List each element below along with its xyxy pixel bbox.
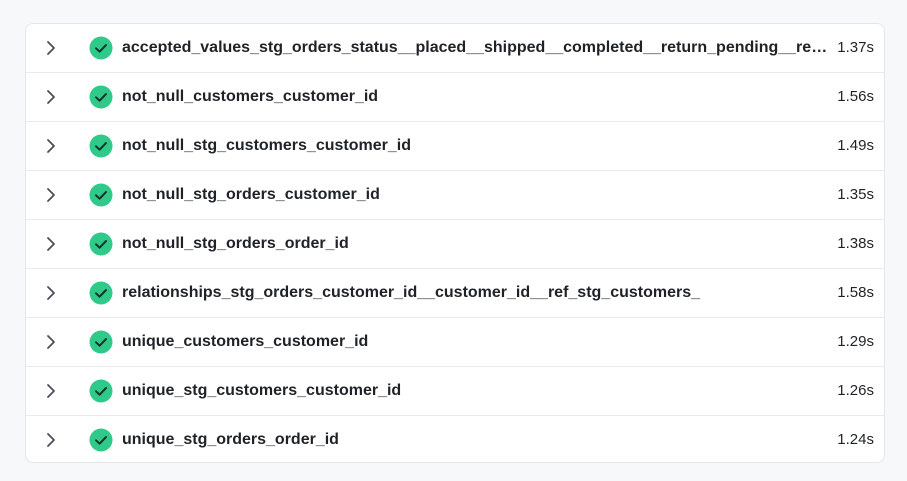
chevron-right-icon[interactable] xyxy=(42,137,60,155)
test-results-list: accepted_values_stg_orders_status__place… xyxy=(25,23,885,463)
chevron-right-icon[interactable] xyxy=(42,333,60,351)
test-name: not_null_customers_customer_id xyxy=(122,88,379,105)
check-circle-icon xyxy=(89,183,113,207)
test-duration: 1.37s xyxy=(837,39,874,56)
test-row[interactable]: not_null_stg_orders_order_id 1.38s xyxy=(26,220,884,269)
check-circle-icon xyxy=(89,36,113,60)
test-row[interactable]: not_null_stg_customers_customer_id 1.49s xyxy=(26,122,884,171)
test-name: relationships_stg_orders_customer_id__cu… xyxy=(122,284,701,301)
test-duration: 1.56s xyxy=(837,88,874,105)
test-name: accepted_values_stg_orders_status__place… xyxy=(122,39,830,56)
test-row[interactable]: unique_customers_customer_id 1.29s xyxy=(26,318,884,367)
check-circle-icon xyxy=(89,134,113,158)
check-circle-icon xyxy=(89,232,113,256)
test-row[interactable]: unique_stg_customers_customer_id 1.26s xyxy=(26,367,884,416)
check-circle-icon xyxy=(89,379,113,403)
test-duration: 1.49s xyxy=(837,137,874,154)
test-duration: 1.24s xyxy=(837,431,874,448)
test-name: not_null_stg_orders_order_id xyxy=(122,235,349,252)
test-name: not_null_stg_customers_customer_id xyxy=(122,137,411,154)
chevron-right-icon[interactable] xyxy=(42,382,60,400)
check-circle-icon xyxy=(89,281,113,305)
test-duration: 1.38s xyxy=(837,235,874,252)
test-duration: 1.26s xyxy=(837,382,874,399)
chevron-right-icon[interactable] xyxy=(42,39,60,57)
test-row[interactable]: unique_stg_orders_order_id 1.24s xyxy=(26,416,884,462)
test-row[interactable]: not_null_customers_customer_id 1.56s xyxy=(26,73,884,122)
test-duration: 1.58s xyxy=(837,284,874,301)
test-name: unique_stg_orders_order_id xyxy=(122,431,339,448)
test-row[interactable]: not_null_stg_orders_customer_id 1.35s xyxy=(26,171,884,220)
test-name: unique_stg_customers_customer_id xyxy=(122,382,402,399)
chevron-right-icon[interactable] xyxy=(42,235,60,253)
check-circle-icon xyxy=(89,330,113,354)
chevron-right-icon[interactable] xyxy=(42,431,60,449)
chevron-right-icon[interactable] xyxy=(42,284,60,302)
check-circle-icon xyxy=(89,85,113,109)
test-name: not_null_stg_orders_customer_id xyxy=(122,186,380,203)
test-row[interactable]: relationships_stg_orders_customer_id__cu… xyxy=(26,269,884,318)
check-circle-icon xyxy=(89,428,113,452)
chevron-right-icon[interactable] xyxy=(42,186,60,204)
test-duration: 1.35s xyxy=(837,186,874,203)
test-row[interactable]: accepted_values_stg_orders_status__place… xyxy=(26,24,884,73)
chevron-right-icon[interactable] xyxy=(42,88,60,106)
test-name: unique_customers_customer_id xyxy=(122,333,369,350)
test-duration: 1.29s xyxy=(837,333,874,350)
